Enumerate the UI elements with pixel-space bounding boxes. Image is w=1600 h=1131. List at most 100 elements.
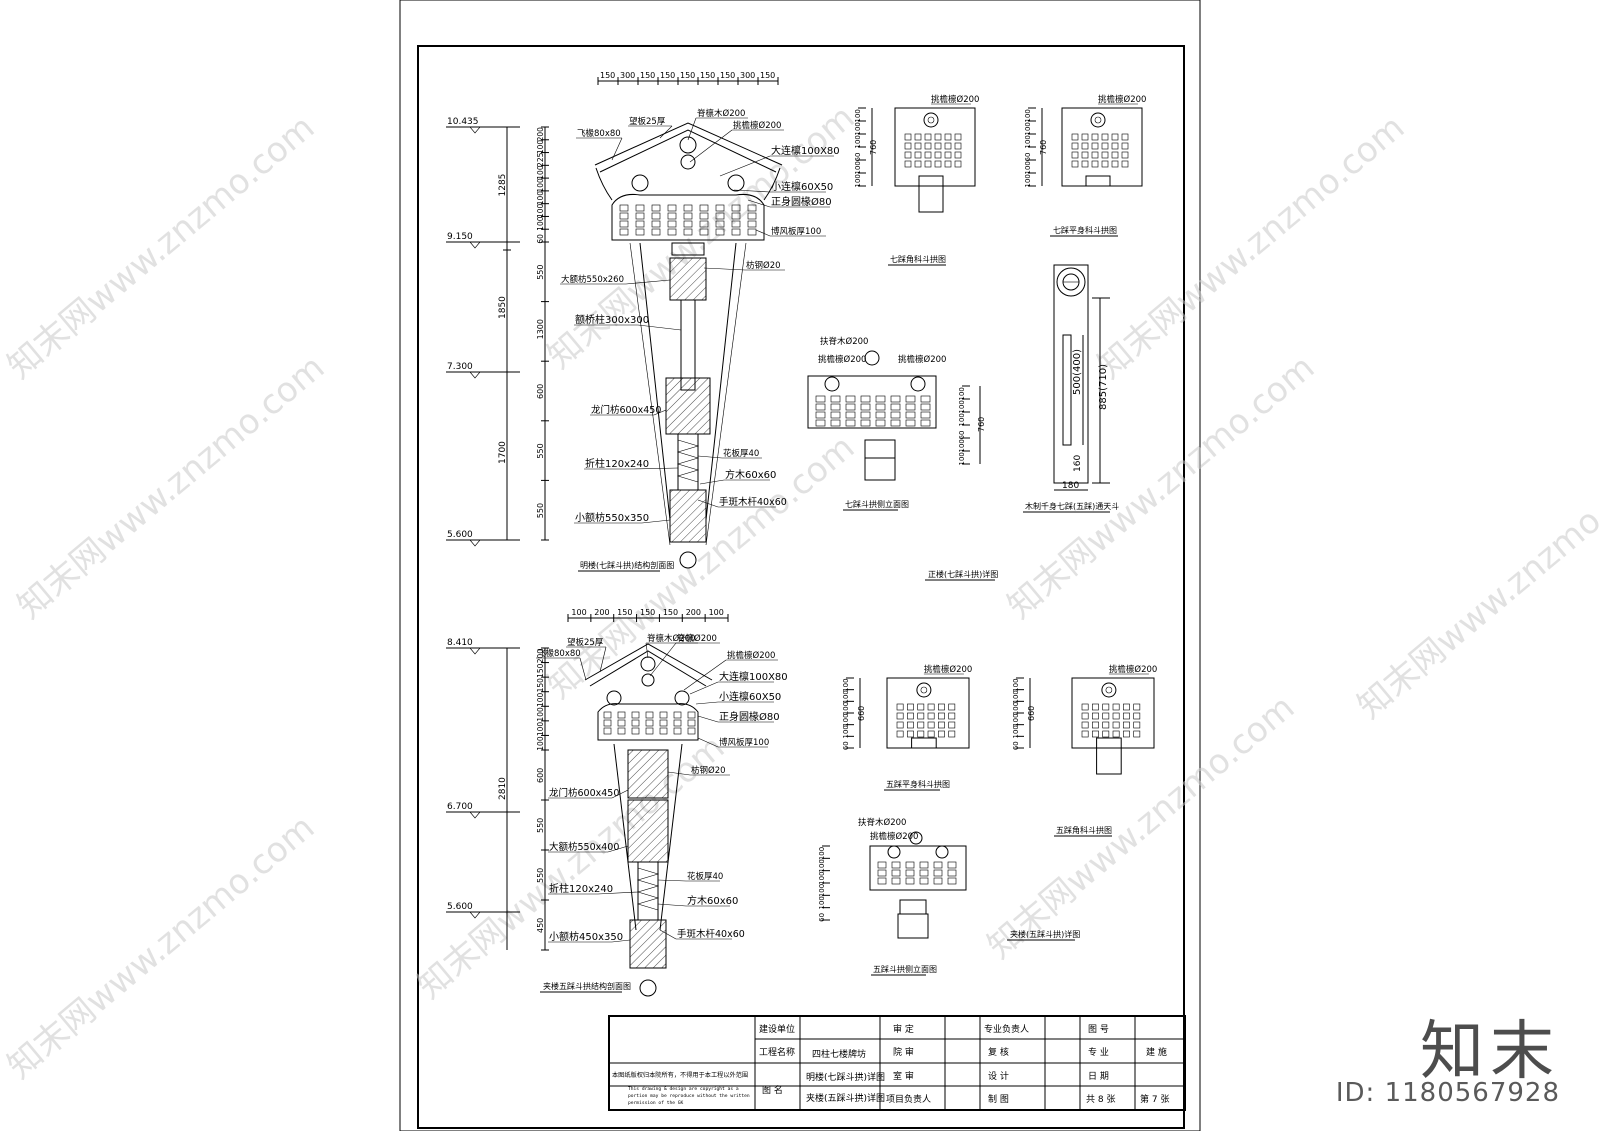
- bracket-block: [914, 160, 922, 168]
- leader-line: [699, 479, 725, 485]
- bracket-block: [747, 212, 757, 220]
- bracket-block: [1121, 160, 1129, 168]
- column-stub: [918, 185, 944, 213]
- leader-line: [611, 789, 629, 799]
- dim-label: 150: [536, 663, 545, 678]
- bracket-block: [683, 204, 693, 212]
- bracket-block: [1101, 160, 1109, 168]
- bracket-block: [896, 712, 904, 720]
- leader-label: 小额枋550x350: [575, 511, 649, 524]
- drawing-name: 明楼(七踩斗拱)详图: [806, 1071, 885, 1083]
- bracket-block: [1081, 730, 1089, 738]
- bracket-block: [830, 403, 841, 411]
- bracket-block: [1123, 730, 1130, 738]
- bracket-block: [667, 228, 677, 236]
- bracket-block: [1111, 142, 1119, 150]
- dim-label: 100: [818, 871, 826, 884]
- leader-label: 挑檐檩Ø200: [898, 354, 946, 365]
- bracket-block: [1091, 142, 1099, 150]
- bracket-block: [683, 228, 693, 236]
- dim-label: 550: [536, 265, 545, 280]
- bracket-block: [619, 228, 629, 236]
- tb-label: 专业负责人: [984, 1023, 1029, 1035]
- purlin-core: [1094, 116, 1102, 124]
- dim-label: 100: [958, 413, 966, 426]
- leader-label: 博风板厚100: [719, 737, 769, 748]
- bracket-block: [1101, 133, 1109, 141]
- leader-line: [667, 771, 691, 776]
- roof-slope: [584, 643, 713, 681]
- dim-label: 550: [536, 868, 545, 883]
- small-architrave: [629, 919, 667, 969]
- bracket-block: [1101, 151, 1109, 159]
- bracket-block: [947, 869, 957, 877]
- leader-label: 大额枋550x400: [549, 841, 619, 853]
- bracket-block: [619, 212, 629, 220]
- bracket-block: [1092, 721, 1099, 729]
- elevation-mark: [469, 241, 481, 249]
- bracket-base: [899, 899, 927, 915]
- notice-en: This drawing & design are copyright as a: [628, 1086, 739, 1092]
- leader-line: [597, 891, 639, 895]
- bracket-block: [917, 712, 925, 720]
- bracket-block: [944, 142, 952, 150]
- bracket-block: [896, 721, 904, 729]
- notice-en: permission of the GK: [628, 1100, 684, 1106]
- bracket-block: [877, 877, 887, 885]
- dim-label: 225: [536, 152, 545, 167]
- dim-label: 500(400): [1072, 349, 1083, 395]
- leader-label: 正身圆椽Ø80: [771, 195, 832, 208]
- detail-title: 五踩角科斗拱图: [1056, 825, 1112, 835]
- dim-label: 450: [536, 918, 545, 933]
- elevation-mark: [469, 539, 481, 547]
- leader-label: 挑檐檩Ø200: [1098, 94, 1146, 105]
- leader-line: [657, 879, 687, 882]
- bracket-block: [954, 160, 962, 168]
- bracket-block: [659, 727, 668, 735]
- dim-label: 100: [818, 896, 826, 909]
- bracket-block: [934, 151, 942, 159]
- dim-label: 100: [958, 452, 966, 465]
- leader-label: 扶脊木Ø200: [858, 817, 906, 828]
- dim-label: 300: [740, 71, 755, 80]
- bracket-block: [917, 703, 925, 711]
- detail-title: 木制千身七踩(五踩)通天斗: [1025, 501, 1119, 511]
- purlin-core: [920, 686, 928, 694]
- sheet-total: 共 8 张: [1086, 1094, 1115, 1105]
- bracket-block: [914, 142, 922, 150]
- eave-purlin-left: [631, 174, 649, 192]
- dim-label: 550: [536, 818, 545, 833]
- bracket-block: [920, 403, 931, 411]
- dim-label: 100: [842, 725, 850, 738]
- bracket-block: [919, 877, 929, 885]
- dim-label: 200: [686, 608, 701, 617]
- bracket-block: [1102, 730, 1110, 738]
- dim-label: 550: [536, 503, 545, 518]
- bracket-block: [651, 212, 661, 220]
- column-stub: [897, 913, 929, 939]
- bracket-block: [635, 212, 645, 220]
- leader-line: [689, 681, 719, 695]
- dim-label: 100: [854, 161, 862, 174]
- bracket-block: [938, 712, 945, 720]
- dim-label: 660: [1027, 706, 1036, 721]
- bracket-block: [1092, 730, 1099, 738]
- discipline-value: 建 施: [1146, 1046, 1167, 1058]
- bracket-block: [1071, 160, 1079, 168]
- caption-lower: 夹楼(五踩斗拱)详图: [1010, 929, 1080, 939]
- leader-label: 望板25厚: [567, 637, 604, 648]
- elevation-mark: [469, 647, 481, 655]
- dim-label: 100: [842, 702, 850, 715]
- bracket-block: [845, 395, 856, 403]
- bracket-block: [934, 160, 942, 168]
- leader-label: 大连檩100X80: [719, 670, 788, 683]
- dim-label: 100: [842, 678, 850, 691]
- bracket-block: [877, 861, 887, 869]
- bracket-block: [667, 204, 677, 212]
- dim-label: 60: [1012, 741, 1020, 750]
- bracket-block: [948, 721, 956, 729]
- title-block: 本图纸版权归本院所有，不得用于本工程以外范围 This drawing & de…: [608, 1015, 1186, 1111]
- bracket-block: [934, 133, 942, 141]
